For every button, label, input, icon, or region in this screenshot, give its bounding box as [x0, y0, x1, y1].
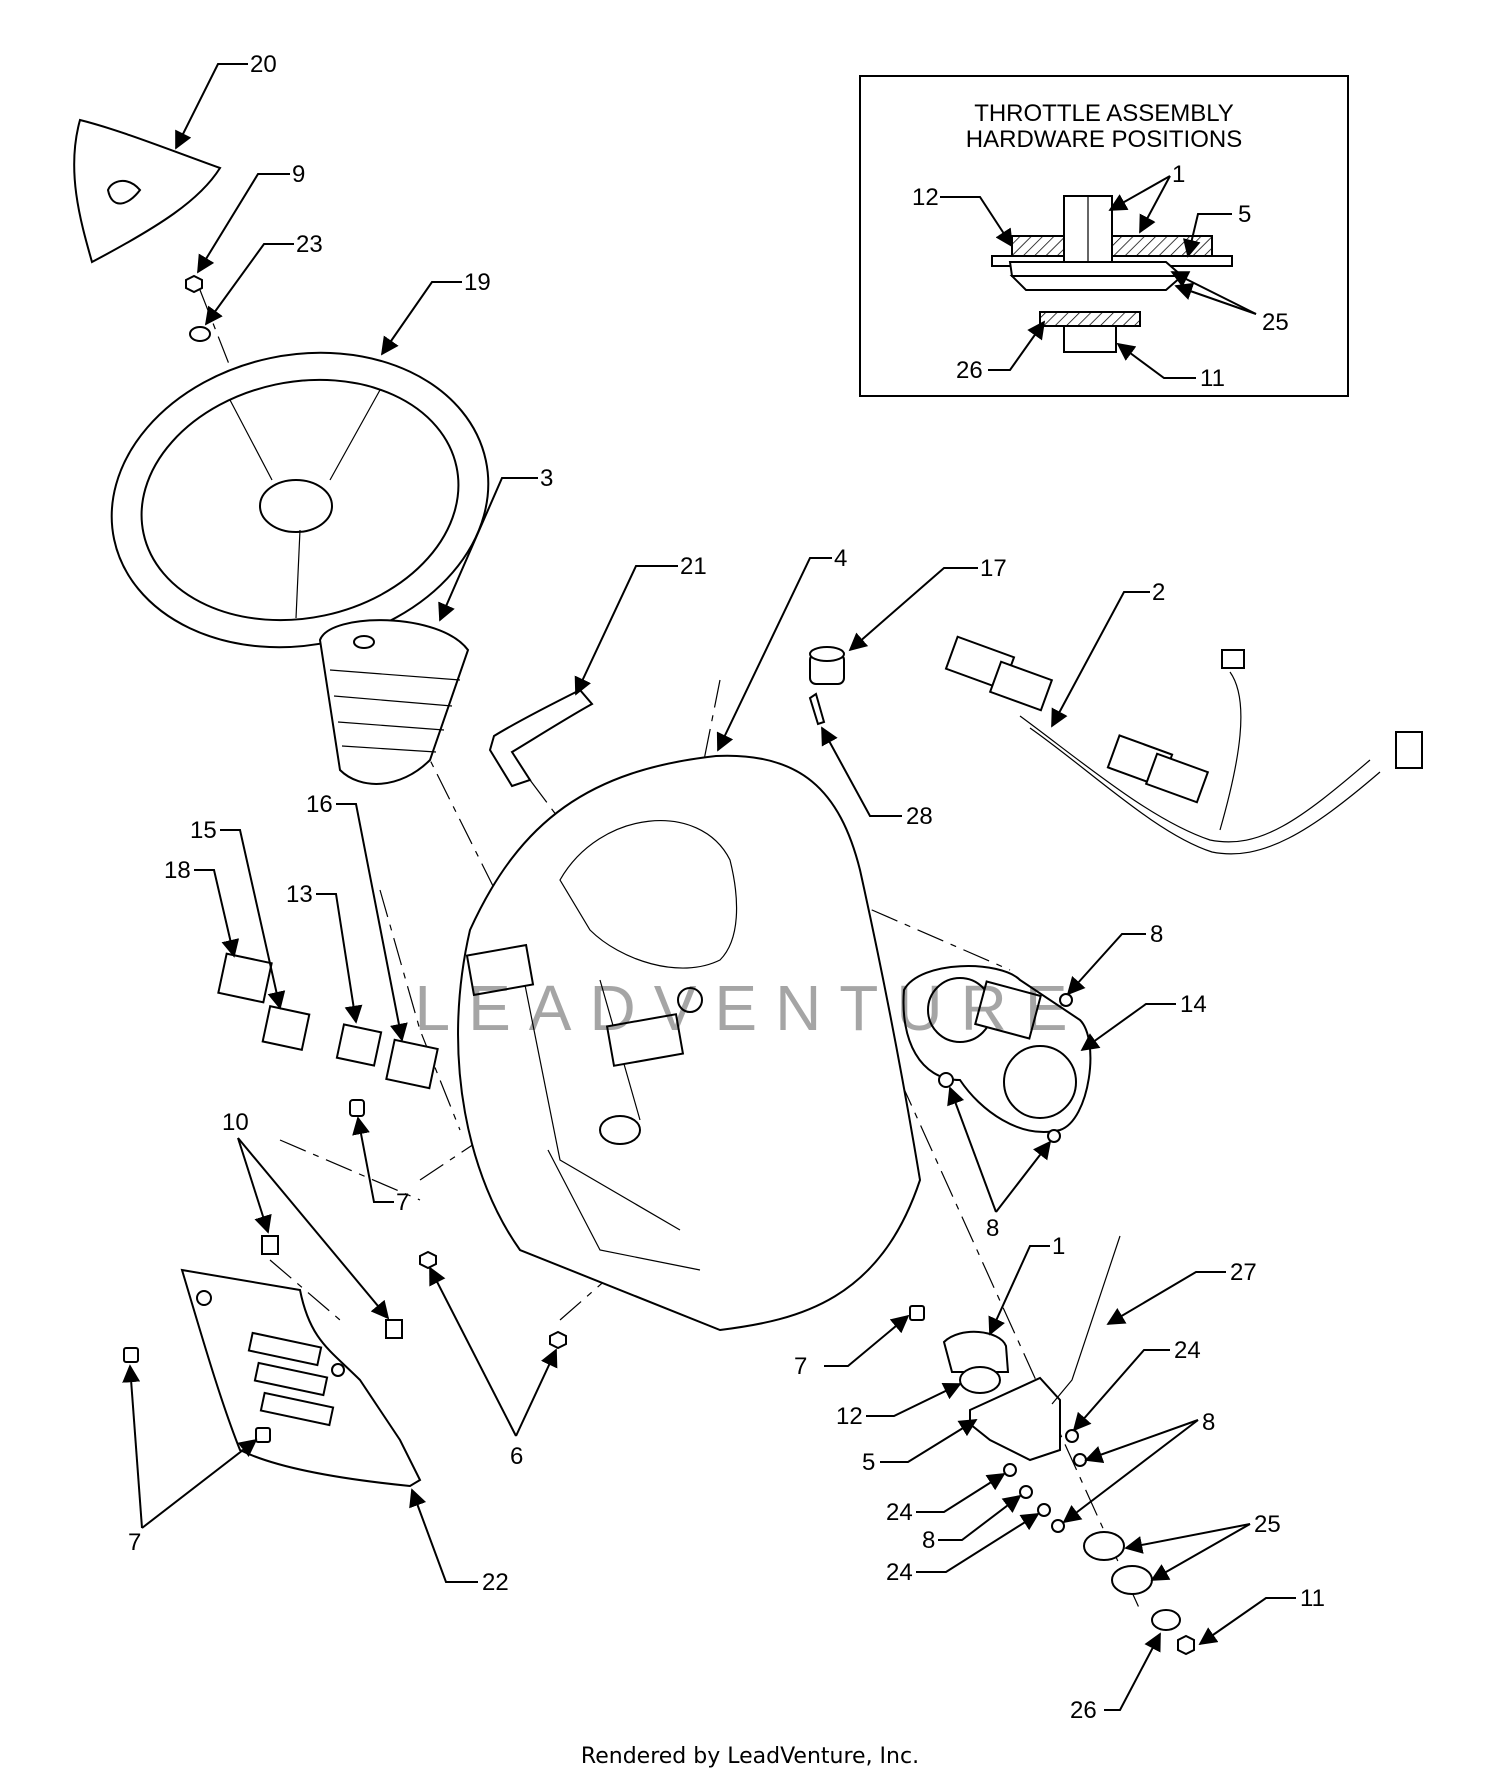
callout-15[interactable]: 15: [190, 817, 217, 844]
callout-17[interactable]: 17: [980, 555, 1007, 582]
callout-19[interactable]: 19: [464, 269, 491, 296]
inset-callout-12[interactable]: 12: [912, 184, 939, 211]
callout-21[interactable]: 21: [680, 553, 707, 580]
switch-part-15: [261, 1005, 311, 1051]
switch-part-18: [217, 952, 273, 1004]
callout-6[interactable]: 6: [510, 1443, 523, 1470]
nut-part-9: [185, 274, 203, 294]
callouts: 20 9 23 19 3 21 4 17 2 28 16 15 18 13 8 …: [122, 51, 1325, 1724]
hub-cover-part-20: [73, 118, 222, 264]
callout-24-lower[interactable]: 24: [886, 1559, 913, 1586]
nuts-part-6: [419, 1250, 567, 1350]
inset-washer-25b: [1009, 275, 1185, 291]
throttle-inset: THROTTLE ASSEMBLY HARDWARE POSITIONS 12 …: [859, 75, 1349, 397]
gauge-cluster-part-14: [902, 965, 1092, 1133]
callout-5[interactable]: 5: [862, 1449, 875, 1476]
callout-3[interactable]: 3: [540, 465, 553, 492]
callout-10[interactable]: 10: [222, 1109, 249, 1136]
callout-23[interactable]: 23: [296, 231, 323, 258]
callout-24-mid[interactable]: 24: [886, 1499, 913, 1526]
inset-callout-1[interactable]: 1: [1172, 161, 1185, 188]
callout-2[interactable]: 2: [1152, 579, 1165, 606]
callout-8-right[interactable]: 8: [1202, 1409, 1215, 1436]
screws-part-8: [938, 993, 1073, 1143]
callout-26[interactable]: 26: [1070, 1697, 1097, 1724]
callout-27[interactable]: 27: [1230, 1259, 1257, 1286]
inset-callout-5[interactable]: 5: [1238, 201, 1251, 228]
inset-title-line1: THROTTLE ASSEMBLY: [974, 100, 1234, 127]
callout-8-upper[interactable]: 8: [1150, 921, 1163, 948]
callout-24-upper[interactable]: 24: [1174, 1337, 1201, 1364]
callout-4[interactable]: 4: [834, 545, 847, 572]
dash-console-part-4: [457, 754, 922, 1332]
callout-7-mid[interactable]: 7: [396, 1189, 409, 1216]
ignition-switch-part-17: [809, 646, 845, 685]
inset-title-line2: HARDWARE POSITIONS: [966, 126, 1242, 153]
washer-part-12: [959, 1366, 1001, 1394]
watermark: LEADVENTURE: [415, 972, 1086, 1044]
switch-part-16: [385, 1038, 439, 1090]
tube-part-21: [488, 688, 594, 788]
inset-nut-11: [1063, 325, 1117, 353]
inset-washer-26: [1039, 311, 1141, 327]
nut-part-11: [1177, 1634, 1195, 1656]
callout-22[interactable]: 22: [482, 1569, 509, 1596]
callout-18[interactable]: 18: [164, 857, 191, 884]
throttle-lever-part-1: [942, 1330, 1010, 1373]
callout-20[interactable]: 20: [250, 51, 277, 78]
callout-8-lower[interactable]: 8: [922, 1527, 935, 1554]
washer-part-25a: [1083, 1531, 1125, 1561]
switch-part-13: [335, 1023, 383, 1067]
screws-part-7-lower: [123, 1305, 925, 1443]
inset-washer-25a: [1008, 261, 1185, 277]
key-part-28: [808, 692, 826, 726]
clips-part-10: [261, 1235, 403, 1339]
callout-8-cluster[interactable]: 8: [986, 1215, 999, 1242]
callout-28[interactable]: 28: [906, 803, 933, 830]
screw-part-7-upper: [349, 1099, 365, 1117]
callout-14[interactable]: 14: [1180, 991, 1207, 1018]
inset-callout-25[interactable]: 25: [1262, 309, 1289, 336]
callout-13[interactable]: 13: [286, 881, 313, 908]
callout-11[interactable]: 11: [1300, 1585, 1325, 1612]
throttle-rod-part-27: [1051, 1235, 1121, 1405]
callout-25[interactable]: 25: [1254, 1511, 1281, 1538]
wire-harness-part-2: [944, 635, 1423, 855]
washer-part-23: [189, 326, 211, 342]
callout-7-right[interactable]: 7: [794, 1353, 807, 1380]
steering-wheel-part-19: [110, 351, 490, 649]
steering-boot-part-3: [318, 619, 470, 785]
inset-callout-11[interactable]: 11: [1200, 365, 1225, 392]
washer-part-25b: [1111, 1565, 1153, 1595]
inset-callout-26[interactable]: 26: [956, 357, 983, 384]
callout-12[interactable]: 12: [836, 1403, 863, 1430]
callout-9[interactable]: 9: [292, 161, 305, 188]
lower-cover-part-22: [180, 1268, 422, 1488]
callout-16[interactable]: 16: [306, 791, 333, 818]
throttle-assembly: [942, 1235, 1195, 1656]
footer-credit: Rendered by LeadVenture, Inc.: [580, 1744, 920, 1769]
callout-7-left[interactable]: 7: [128, 1529, 141, 1556]
callout-1[interactable]: 1: [1052, 1233, 1065, 1260]
washer-part-26: [1151, 1609, 1181, 1631]
